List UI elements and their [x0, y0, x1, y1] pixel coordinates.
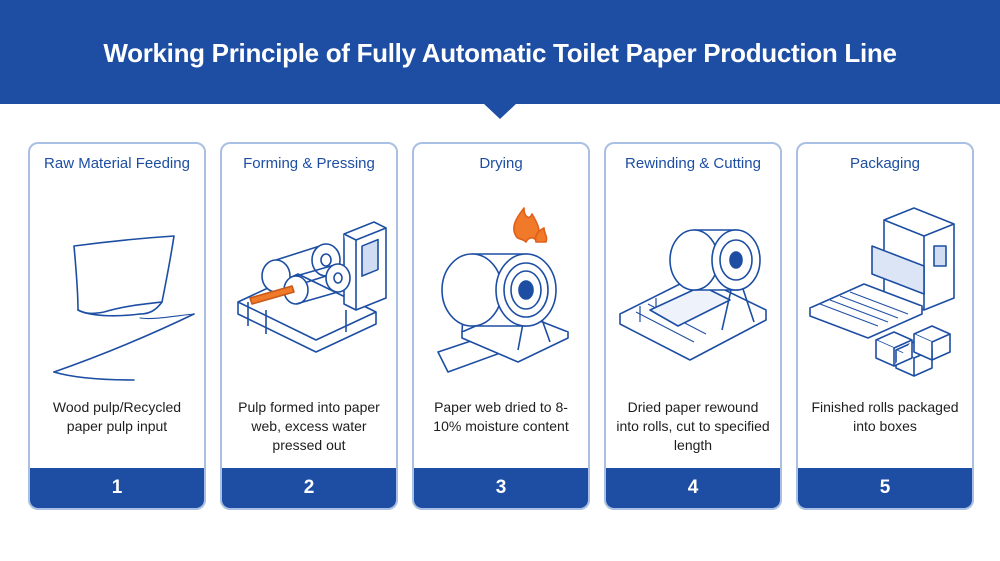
drying-roll-icon	[437, 207, 569, 373]
step-card-3: Drying Paper web dried to 8-10% moisture…	[412, 142, 590, 510]
step-title: Raw Material Feeding	[44, 155, 190, 172]
pulp-sheet-icon	[53, 235, 195, 381]
step-number: 2	[222, 468, 396, 508]
step-description: Wood pulp/Recycled paper pulp input	[52, 399, 182, 434]
press-machine-icon	[237, 221, 387, 353]
step-description: Paper web dried to 8-10% moisture conten…	[433, 399, 569, 434]
step-description: Dried paper rewound into rolls, cut to s…	[616, 399, 770, 453]
step-title: Packaging	[849, 155, 921, 172]
step-description: Pulp formed into paper web, excess water…	[238, 399, 380, 453]
banner-notch	[483, 103, 517, 119]
title-banner	[0, 0, 1000, 104]
step-card-1: Raw Material Feeding Wood pulp/Recycled …	[28, 142, 206, 510]
step-card-5: Packaging Finished rolls packaged into b…	[796, 142, 974, 510]
step-title: Rewinding & Cutting	[625, 155, 761, 172]
step-description: Finished rolls packaged into boxes	[811, 399, 959, 434]
step-number: 4	[606, 468, 780, 508]
step-card-4: Rewinding & Cutting Dried paper rewound …	[604, 142, 782, 510]
packaging-machine-icon	[809, 207, 955, 377]
step-number: 1	[30, 468, 204, 508]
step-number: 3	[414, 468, 588, 508]
rewinding-machine-icon	[619, 229, 767, 361]
step-number: 5	[798, 468, 972, 508]
step-title: Forming & Pressing	[243, 155, 375, 172]
step-card-2: Forming & Pressing Pulp formed into	[220, 142, 398, 510]
step-title: Drying	[479, 155, 523, 172]
page-title: Working Principle of Fully Automatic Toi…	[103, 38, 897, 68]
